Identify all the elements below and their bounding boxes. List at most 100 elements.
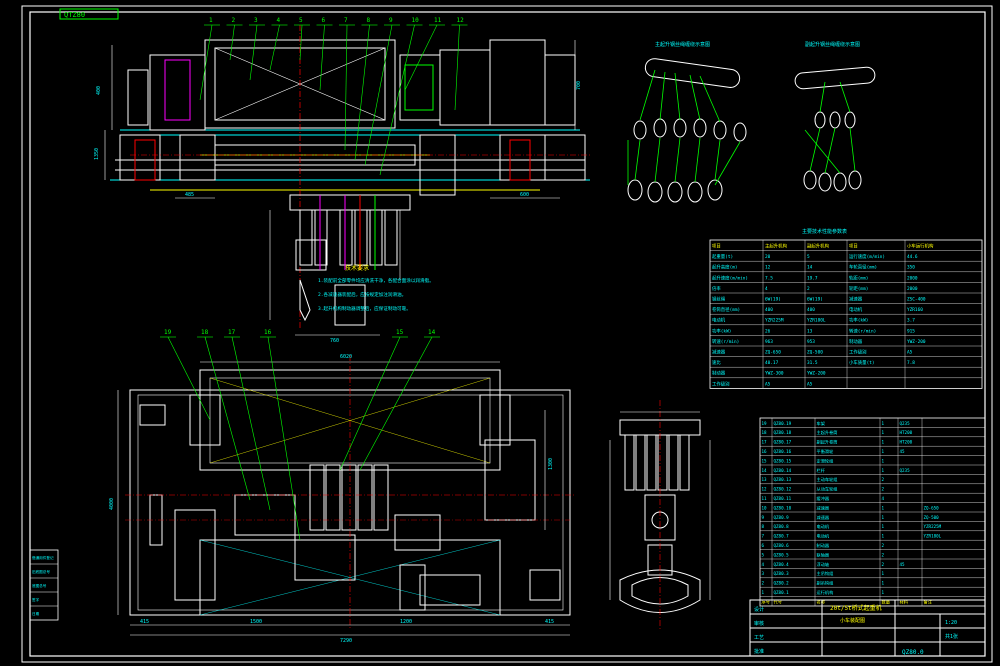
param-cell: 速比 bbox=[712, 359, 721, 366]
param-cell: YWZ-300 bbox=[765, 371, 784, 377]
param-cell: 小车运行机构 bbox=[907, 243, 934, 250]
param-cell: 电动机 bbox=[849, 306, 863, 313]
param-cell: YZR225M bbox=[765, 318, 784, 324]
param-cell: 起升高度(m) bbox=[712, 264, 738, 271]
parts-cell: 1 bbox=[882, 430, 885, 435]
title-sub: 小车装配图 bbox=[840, 617, 865, 624]
parts-cell: HT200 bbox=[900, 430, 913, 435]
param-cell: 953 bbox=[807, 339, 815, 345]
balloon-number: 7 bbox=[344, 17, 348, 24]
parts-cell: QZ80.2 bbox=[774, 581, 790, 586]
rope-main-title: 主起升钢丝绳缠绕示意图 bbox=[655, 41, 710, 48]
parts-cell: QZ80.7 bbox=[774, 534, 790, 539]
parts-cell: 16 bbox=[762, 449, 768, 454]
outer-frame bbox=[21, 5, 993, 663]
revision-cell: 签字 bbox=[32, 597, 40, 602]
param-cell: ZQ-650 bbox=[765, 350, 781, 356]
parts-cell: 减速器 bbox=[817, 504, 830, 511]
parts-cell: QZ80.5 bbox=[774, 552, 790, 557]
notes-heading: 技术要求 bbox=[345, 264, 369, 272]
parts-cell: 数量 bbox=[882, 598, 890, 605]
param-cell: ZQ-500 bbox=[807, 350, 823, 356]
title-main: 20t/5t桥式起重机 bbox=[830, 604, 882, 612]
param-cell: 倍率 bbox=[712, 285, 721, 292]
parts-cell: 备注 bbox=[924, 598, 933, 605]
parts-cell: QZ80.15 bbox=[774, 458, 792, 463]
corner-tag: QTZ80 bbox=[64, 11, 85, 19]
sign-label: 批准 bbox=[754, 648, 764, 655]
dim-top-bottom-left: 485 bbox=[185, 192, 194, 198]
param-cell: 5 bbox=[807, 254, 810, 260]
parts-cell: 副起升卷筒 bbox=[817, 439, 838, 446]
param-cell: 转速(r/min) bbox=[712, 338, 739, 345]
param-cell: A5 bbox=[807, 381, 813, 387]
plan-view bbox=[117, 355, 575, 636]
dim-top-left-2: 1350 bbox=[94, 148, 100, 160]
revision-cell: 旧底图总号 bbox=[32, 569, 50, 574]
parts-cell: 13 bbox=[762, 477, 768, 482]
dim-plan-b3: 1200 bbox=[400, 619, 412, 625]
param-cell: 项目 bbox=[849, 244, 858, 250]
parts-cell: 15 bbox=[762, 458, 768, 463]
parts-cell: 19 bbox=[762, 421, 768, 426]
param-cell: 副起升机构 bbox=[807, 243, 830, 250]
param-cell: 40.17 bbox=[765, 360, 779, 366]
parts-cell: 车架 bbox=[817, 420, 825, 427]
parts-cell: 1 bbox=[882, 458, 885, 463]
param-cell: 2000 bbox=[907, 286, 918, 292]
parts-cell: 1 bbox=[762, 590, 765, 595]
param-cell: 轨距(mm) bbox=[849, 274, 868, 281]
dim-plan-top: 6020 bbox=[340, 354, 352, 360]
param-cell: 主起升机构 bbox=[765, 243, 788, 250]
balloon-number: 3 bbox=[254, 17, 258, 24]
parts-cell: 10 bbox=[762, 505, 768, 510]
inner-frame bbox=[29, 11, 986, 657]
parts-cell: 1 bbox=[882, 581, 885, 586]
parts-cell: 14 bbox=[762, 468, 768, 473]
param-cell: 轮距(mm) bbox=[849, 285, 868, 292]
parts-cell: 定滑轮组 bbox=[817, 457, 834, 464]
param-table-title: 主要技术性能参数表 bbox=[802, 228, 847, 235]
dim-plan-b1: 415 bbox=[140, 619, 149, 625]
param-cell: 31.5 bbox=[807, 360, 818, 366]
parts-cell: 1 bbox=[882, 590, 885, 595]
parts-cell: 1 bbox=[882, 449, 885, 454]
param-cell: 起升速度(m/min) bbox=[712, 274, 748, 281]
front-elevation-view bbox=[104, 25, 590, 336]
title-block bbox=[749, 599, 986, 657]
dim-plan-left: 4000 bbox=[109, 498, 115, 510]
param-cell: 13 bbox=[807, 328, 813, 334]
parts-cell: 副吊钩组 bbox=[817, 580, 834, 587]
parts-cell: 3 bbox=[762, 571, 765, 576]
parts-cell: 平衡滑轮 bbox=[817, 448, 835, 455]
param-cell: 钢丝绳 bbox=[712, 296, 726, 303]
parts-cell: 2 bbox=[882, 552, 885, 557]
note-item-2: 2.各减速器装配后，应按规定加注润滑油。 bbox=[318, 291, 406, 298]
parts-cell: 1 bbox=[882, 440, 885, 445]
parts-cell: 电动机 bbox=[817, 533, 830, 540]
parts-cell: 1 bbox=[882, 505, 885, 510]
parts-cell: YZR180L bbox=[924, 534, 942, 539]
balloon-number: 4 bbox=[277, 17, 281, 24]
param-cell: 卷筒直径(mm) bbox=[712, 306, 740, 313]
param-cell: 制动器 bbox=[849, 338, 863, 345]
parts-cell: 7 bbox=[762, 534, 765, 539]
parts-cell: QZ80.16 bbox=[774, 449, 792, 454]
parts-cell: 8 bbox=[762, 524, 765, 529]
parts-cell: QZ80.13 bbox=[774, 477, 792, 482]
parts-cell: 缓冲器 bbox=[817, 495, 830, 502]
param-cell: 转速(r/min) bbox=[849, 327, 876, 334]
param-cell: 400 bbox=[807, 307, 815, 313]
parts-cell: 浮动轴 bbox=[817, 561, 830, 568]
sign-label: 审核 bbox=[754, 620, 764, 627]
parts-cell: QZ80.8 bbox=[774, 524, 790, 529]
parts-cell: 2 bbox=[882, 487, 885, 492]
balloon-number: 1 bbox=[209, 17, 213, 24]
param-cell: 功率(kW) bbox=[712, 327, 731, 334]
param-cell: 车轮直径(mm) bbox=[849, 264, 877, 271]
balloon-number: 11 bbox=[434, 17, 442, 24]
parts-cell: YZR225M bbox=[924, 524, 942, 529]
parts-cell: 主吊钩组 bbox=[817, 570, 834, 577]
